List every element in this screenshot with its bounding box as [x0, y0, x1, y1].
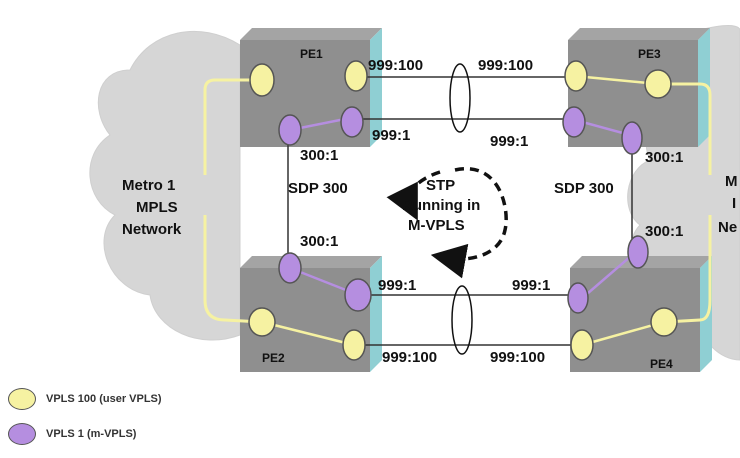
user-vpls-nodes — [248, 60, 678, 361]
pe3-sdp-tag: 300:1 — [645, 149, 683, 166]
pe1-sdp-tag: 300:1 — [300, 147, 338, 164]
metro-right-line3: Ne — [718, 219, 737, 236]
user-internal-links — [261, 74, 665, 347]
stp-rotation-arrow — [430, 166, 508, 279]
metro-right-connectors — [658, 82, 712, 324]
pe2-label: PE2 — [262, 351, 285, 365]
stp-label-line3: M-VPLS — [408, 217, 465, 234]
legend-user-vpls: VPLS 100 (user VPLS) — [8, 388, 162, 410]
sdp-right-label: SDP 300 — [554, 180, 614, 197]
pe1-sdp-user — [344, 60, 368, 92]
pe1-mvpls-999 — [340, 106, 364, 138]
pe4-sdp-user — [570, 329, 594, 361]
stp-rotation-arrow-head — [386, 170, 441, 221]
legend-user-vpls-label: VPLS 100 (user VPLS) — [46, 393, 162, 405]
top-user-label-right: 999:100 — [478, 57, 533, 74]
bottom-user-label-left: 999:100 — [382, 349, 437, 366]
pe3-mvpls-999 — [562, 106, 586, 138]
pe4-mvpls-sdp300 — [627, 235, 649, 269]
top-mvpls-label-left: 999:1 — [372, 127, 410, 144]
pe2-sdp-tag: 300:1 — [300, 233, 338, 250]
yellow-oval-icon — [8, 388, 36, 410]
metro-right-line1: M — [725, 173, 738, 190]
pe4-sdp-tag: 300:1 — [645, 223, 683, 240]
pe4-label: PE4 — [650, 357, 673, 371]
sdp-left-label: SDP 300 — [288, 180, 348, 197]
pe3-sdp-user — [564, 60, 588, 92]
bottom-user-label-right: 999:100 — [490, 349, 545, 366]
legend-m-vpls-label: VPLS 1 (m-VPLS) — [46, 428, 137, 440]
pe2-sdp-user — [342, 329, 366, 361]
stp-label-line2: Running in — [402, 197, 480, 214]
pe1-label: PE1 — [300, 47, 323, 61]
legend-m-vpls: VPLS 1 (m-VPLS) — [8, 423, 136, 445]
pe4-mvpls-999 — [567, 282, 589, 314]
pe3-sap-user — [644, 69, 672, 99]
metro-left-line3: Network — [122, 221, 182, 238]
pe1-mvpls-sdp300 — [278, 114, 302, 146]
pe2-mvpls-sdp300 — [278, 252, 302, 284]
top-mvpls-label-right: 999:1 — [490, 133, 528, 150]
metro-left-line2: MPLS — [136, 199, 178, 216]
stp-label-line1: STP — [426, 177, 455, 194]
pe4-sap-user — [650, 307, 678, 337]
metro-1-mpls-cloud — [89, 30, 241, 341]
pe3-mvpls-sdp300 — [621, 121, 643, 155]
metro-right-line2: I — [732, 195, 736, 212]
bottom-link-bundle-oval — [451, 285, 473, 355]
bottom-mvpls-label-left: 999:1 — [378, 277, 416, 294]
bottom-mvpls-label-right: 999:1 — [512, 277, 550, 294]
top-user-label-left: 999:100 — [368, 57, 423, 74]
pe1-sap-user — [249, 63, 275, 97]
pe3-label: PE3 — [638, 47, 661, 61]
top-link-bundle-oval — [449, 63, 471, 133]
m-vpls-nodes — [278, 106, 649, 314]
metro-left-connectors — [203, 78, 263, 324]
metro-left-line1: Metro 1 — [122, 177, 175, 194]
purple-oval-icon — [8, 423, 36, 445]
router-pe4 — [570, 256, 712, 372]
pe2-sap-user — [248, 307, 276, 337]
pe2-mvpls-999 — [344, 278, 372, 312]
